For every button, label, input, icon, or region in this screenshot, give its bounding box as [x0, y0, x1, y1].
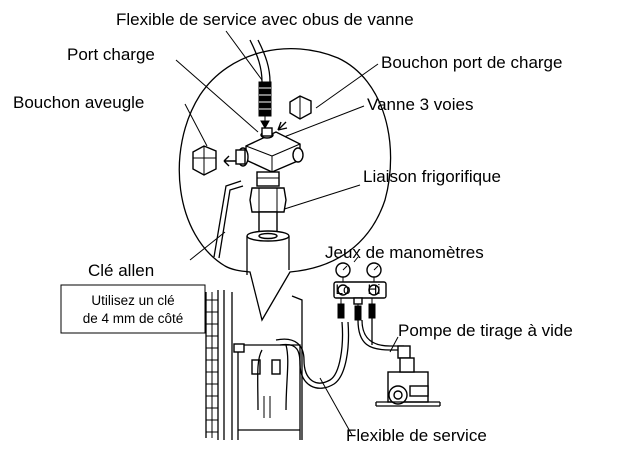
service-hose: [275, 321, 350, 389]
refrigerant-line: [246, 187, 290, 275]
leader-port-charge: [175, 59, 259, 133]
label-liaison: Liaison frigorifique: [363, 167, 501, 186]
service-hose-with-core: [249, 39, 272, 130]
leader-vanne: [283, 105, 365, 138]
gauge-hi-label: Hi: [368, 282, 381, 297]
note-box: [60, 284, 206, 334]
charge-port-cap: [277, 95, 312, 131]
leader-bouchon-aveugle: [184, 103, 208, 147]
pump-hose: [357, 319, 400, 351]
leader-jeux: [353, 256, 359, 263]
label-bouchon-aveugle: Bouchon aveugle: [13, 93, 144, 112]
leader-cle: [189, 231, 226, 261]
outdoor-unit: [205, 290, 303, 440]
allen-key: [213, 180, 244, 259]
leader-pompe: [389, 336, 399, 353]
manifold-gauge-set: Lo Hi: [333, 262, 387, 335]
three-way-valve: [235, 127, 304, 187]
magnified-view-bubble: [178, 48, 392, 322]
label-cle: Clé allen: [88, 261, 154, 280]
label-jeux: Jeux de manomètres: [325, 243, 484, 262]
note-line-2: de 4 mm de côté: [83, 311, 184, 326]
label-port-charge: Port charge: [67, 45, 155, 64]
label-flexible-obus: Flexible de service avec obus de vanne: [116, 10, 414, 29]
note-line-1: Utilisez un clé: [91, 293, 174, 308]
label-vanne: Vanne 3 voies: [367, 95, 473, 114]
leader-liaison: [274, 184, 361, 213]
blind-cap: [192, 145, 238, 176]
label-bouchon-port: Bouchon port de charge: [381, 53, 562, 72]
label-pompe: Pompe de tirage à vide: [398, 321, 573, 340]
leader-flexible: [319, 377, 353, 436]
vacuum-pump: [375, 345, 441, 407]
gauge-lo-label: Lo: [335, 282, 350, 297]
leader-flexible-obus: [225, 30, 263, 81]
leader-bouchon-port: [315, 63, 379, 109]
label-flexible: Flexible de service: [346, 426, 487, 445]
